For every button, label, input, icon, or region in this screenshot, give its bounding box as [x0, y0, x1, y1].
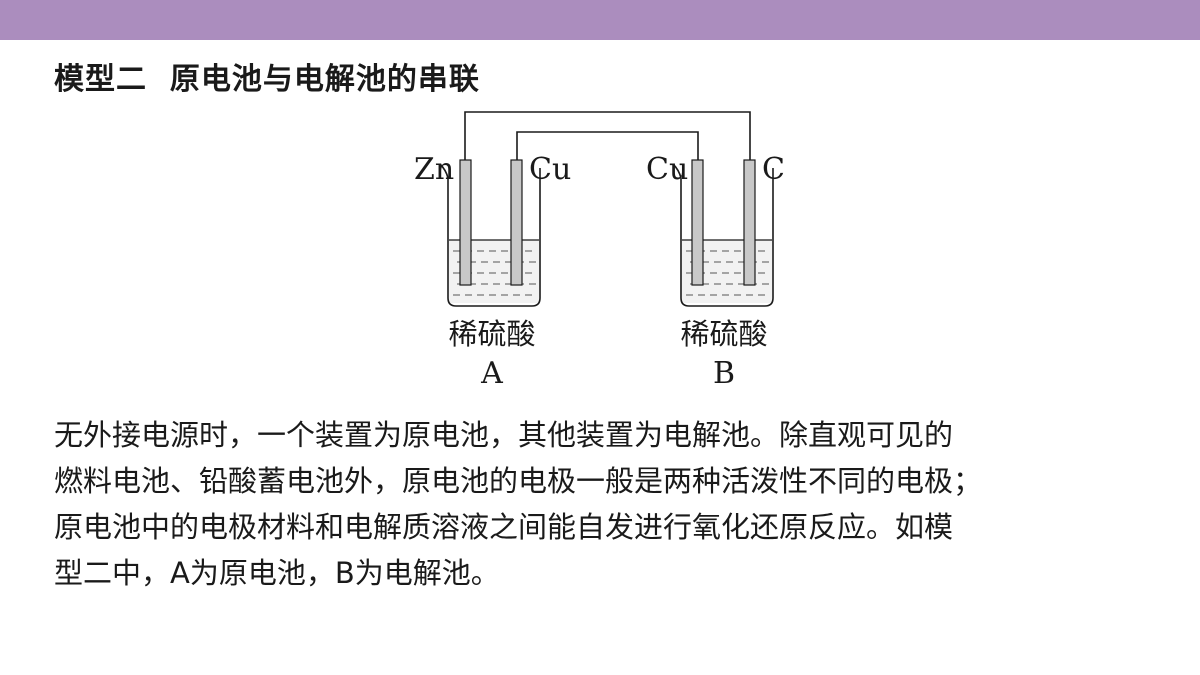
beaker-b-glass: [672, 163, 774, 307]
paragraph-line: 型二中，A为原电池，B为电解池。: [54, 556, 500, 590]
wires: [464, 111, 751, 160]
paragraph-line: 原电池中的电极材料和电解质溶液之间能自发进行氧化还原反应。如模: [54, 510, 954, 544]
solution-label-b: 稀硫酸: [680, 317, 767, 351]
explanation-paragraph: 无外接电源时，一个装置为原电池，其他装置为电解池。除直观可见的 燃料电池、铅酸蓄…: [54, 412, 1164, 596]
top-banner: [0, 0, 1200, 40]
series-cells-diagram: Zn Cu Cu C 稀硫酸 稀硫酸 A B: [400, 100, 800, 400]
paragraph-line: 燃料电池、铅酸蓄电池外，原电池的电极一般是两种活泼性不同的电极；: [54, 464, 983, 498]
slide-title: 模型二 原电池与电解池的串联: [54, 62, 480, 97]
beaker-b: [672, 159, 774, 307]
beaker-a: [439, 159, 541, 307]
beaker-a-glass: [439, 163, 541, 307]
outer-wire: [464, 111, 751, 160]
cell-label-b: B: [713, 356, 735, 391]
label-cu-b: Cu: [646, 152, 688, 187]
solution-label-a: 稀硫酸: [448, 317, 535, 351]
label-zn: Zn: [414, 152, 454, 187]
label-c: C: [762, 152, 785, 187]
inner-wire: [516, 131, 699, 160]
cu-electrode-a: [510, 159, 523, 286]
label-cu-a: Cu: [529, 152, 571, 187]
cell-label-a: A: [480, 356, 503, 391]
c-electrode: [743, 159, 756, 286]
paragraph-line: 无外接电源时，一个装置为原电池，其他装置为电解池。除直观可见的: [54, 418, 954, 452]
zn-electrode: [459, 159, 472, 286]
cu-electrode-b: [691, 159, 704, 286]
